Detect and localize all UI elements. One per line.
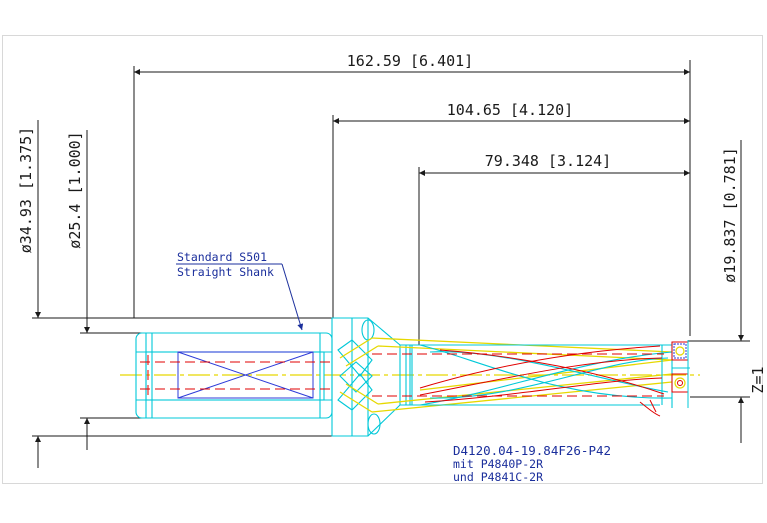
shank-flat: [177, 351, 314, 399]
shank-note-line2: Straight Shank: [177, 265, 274, 279]
flute-hidden-lines: [372, 353, 664, 397]
tip-diameter-label: ø19.837 [0.781]: [721, 147, 739, 282]
flute-length-label: 79.348 [3.124]: [485, 152, 611, 170]
shank-note-leader: [176, 263, 304, 331]
collar-diameter-label: ø34.93 [1.375]: [17, 127, 35, 253]
collar-outline: [331, 317, 413, 437]
shank-note-line1: Standard S501: [177, 250, 267, 264]
dim-body-length: [332, 115, 690, 318]
shank-diameter-label: ø25.4 [1.000]: [66, 131, 84, 248]
tip-edge: [672, 340, 690, 408]
insert-bottom: [671, 373, 689, 393]
insert-top: [671, 341, 689, 361]
shank-hidden-lines: [140, 355, 330, 396]
drawing-border: [2, 35, 763, 484]
coolant-channels: [339, 337, 673, 413]
dim-tip-diameter: [688, 140, 750, 443]
flute-helix: [419, 345, 665, 417]
body-length-label: 104.65 [4.120]: [447, 101, 573, 119]
part-number: D4120.04-19.84F26-P42: [453, 443, 611, 458]
dim-shank-diameter: [80, 130, 146, 450]
insert-info-2: und P4841C-2R: [453, 470, 543, 484]
overall-length-label: 162.59 [6.401]: [347, 52, 473, 70]
dim-overall-length: [133, 60, 691, 336]
dim-flute-length: [418, 167, 690, 345]
flute-count-label: Z=1: [749, 366, 767, 393]
insert-info-1: mit P4840P-2R: [453, 457, 543, 471]
